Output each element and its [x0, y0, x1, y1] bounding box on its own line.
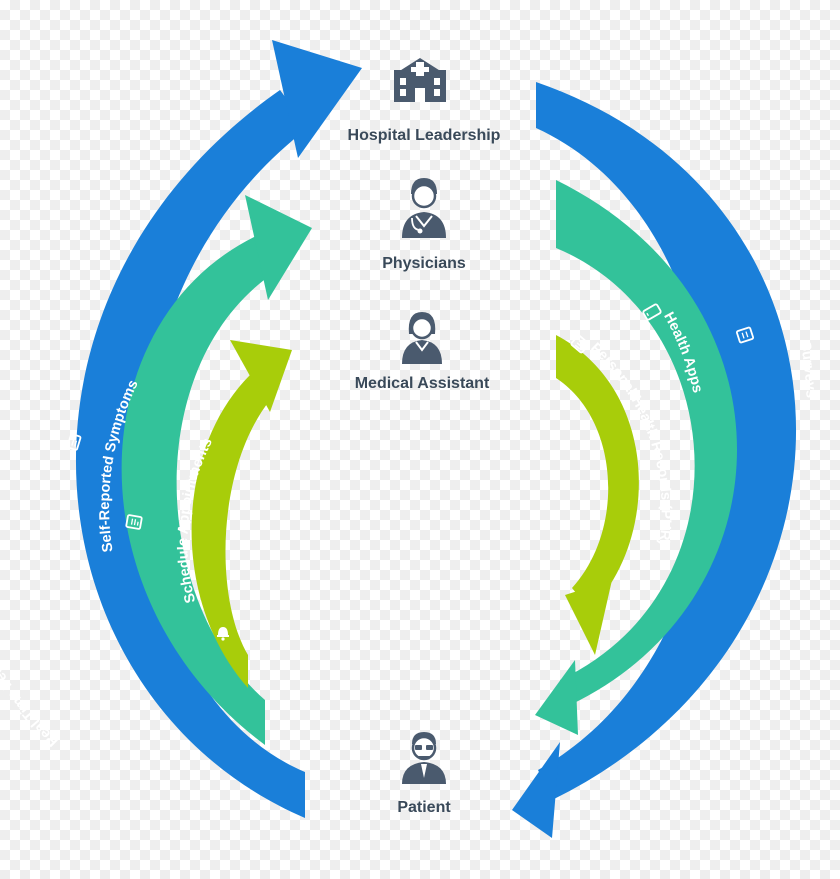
arrowhead-real-time-feedback [272, 40, 362, 158]
role-hospital-leadership: Hospital Leadership [348, 58, 501, 144]
arc-self-reported-symptoms [121, 235, 278, 745]
arc-health-apps [556, 180, 738, 705]
arc-schedule-appointments [191, 375, 270, 688]
records-icon [570, 334, 590, 354]
arc-real-time-feedback [75, 90, 308, 818]
surveys-arrow: Surveys [512, 82, 819, 838]
schedule-appointments-arrow: Schedule Appointments [175, 340, 292, 688]
patient-label: Patient [397, 799, 451, 816]
patient-icon [402, 732, 446, 784]
arrowhead-self-reported-symptoms [245, 195, 312, 300]
arrowhead-personal-health-records [565, 580, 612, 655]
label-surveys: Surveys [797, 340, 819, 398]
role-physicians: Physicians [382, 178, 466, 272]
arc-surveys [536, 82, 797, 800]
health-apps-arrow: Health Apps [535, 180, 738, 735]
doctor-icon [402, 178, 446, 238]
clipboard-icon [125, 514, 143, 530]
role-medical-assistant: Medical Assistant [355, 312, 490, 392]
arrowhead-surveys [512, 742, 560, 838]
label-real-time-feedback: Real Time Feedback [0, 625, 62, 750]
bell-icon [217, 627, 229, 641]
physicians-label: Physicians [382, 255, 466, 272]
arrowhead-schedule-appointments [230, 340, 292, 412]
medical-assistant-label: Medical Assistant [355, 375, 490, 392]
phone-icon [642, 303, 662, 321]
arrowhead-health-apps [535, 660, 578, 735]
hospital-icon [394, 58, 446, 102]
hospital-leadership-label: Hospital Leadership [348, 127, 501, 144]
feedback-icon [66, 433, 82, 451]
arc-personal-health-records [556, 335, 639, 610]
survey-icon [735, 326, 755, 344]
medical-assistant-icon [402, 312, 442, 364]
role-patient: Patient [397, 732, 451, 816]
